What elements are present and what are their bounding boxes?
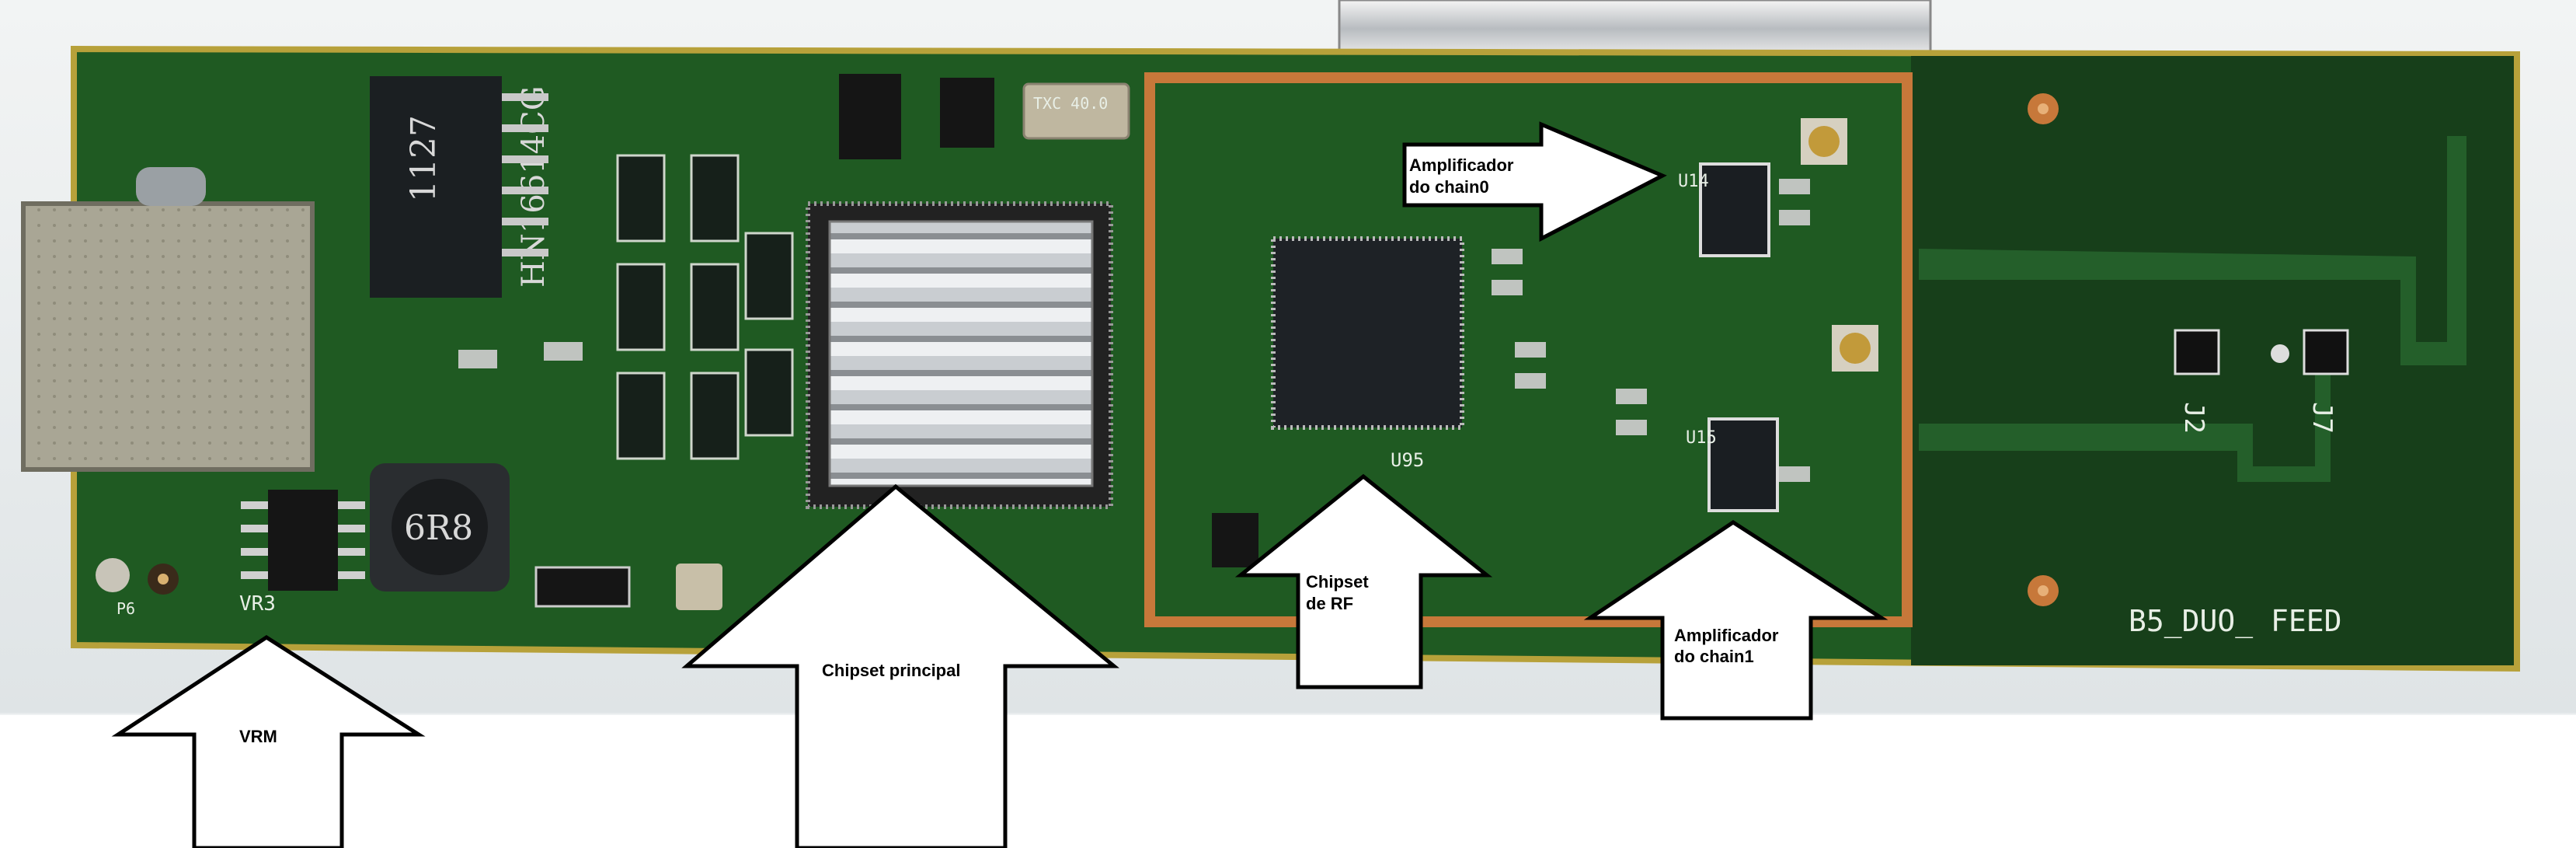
arrow-amp-chain0: Amplificador do chain0 <box>1402 121 1667 243</box>
label-amp-chain1-2: do chain1 <box>1674 647 1754 666</box>
ethernet-jack <box>21 201 315 472</box>
rf-chipset-chip <box>1271 236 1464 430</box>
silk-feed: B5_DUO_ FEED <box>2129 604 2342 639</box>
crystal <box>1022 82 1130 140</box>
label-vrm: VRM <box>239 727 277 746</box>
vrm-chip <box>268 490 338 591</box>
label-amp-chain0-2: do chain0 <box>1409 177 1489 197</box>
label-rf-chipset-1: Chipset <box>1306 572 1369 592</box>
connector-j7 <box>2303 329 2349 375</box>
label-amp-chain1-1: Amplificador <box>1674 626 1779 645</box>
arrow-rf-chipset: Chipset de RF <box>1234 473 1493 689</box>
rf-shield-outline <box>1144 72 1913 627</box>
connector-j2 <box>2174 329 2220 375</box>
silk-p6: P6 <box>117 599 135 618</box>
inductor-marking: 6R8 <box>404 508 473 548</box>
pcb-board: J2 J7 B5_DUO_ FEED 1127 HN16614CG 6R8 VR… <box>21 45 2520 672</box>
silk-u14: U14 <box>1678 172 1709 191</box>
silk-u95: U95 <box>1391 449 1424 471</box>
transformer-chip <box>370 76 502 298</box>
amp-chain0-chip <box>1699 162 1770 257</box>
arrow-vrm: VRM <box>111 635 426 848</box>
white-bottom-area <box>0 715 2576 848</box>
silk-u15: U15 <box>1686 428 1717 448</box>
label-rf-chipset-2: de RF <box>1306 594 1353 613</box>
main-chipset-heatsink <box>828 220 1094 487</box>
resistor-packs <box>616 154 794 460</box>
silk-j2: J2 <box>2178 402 2209 434</box>
label-amp-chain0-1: Amplificador <box>1409 155 1514 175</box>
label-main-chipset: Chipset principal <box>822 661 960 680</box>
amp-chain1-chip <box>1707 417 1779 512</box>
silk-vr3: VR3 <box>239 592 276 616</box>
arrow-amp-chain1: Amplificador do chain1 <box>1583 520 1888 721</box>
silk-j7: J7 <box>2306 402 2338 434</box>
transformer-marking-1: 1127 <box>404 115 444 202</box>
arrow-main-chipset: Chipset principal <box>681 483 1119 848</box>
crystal-marking: TXC 40.0 <box>1033 94 1108 113</box>
